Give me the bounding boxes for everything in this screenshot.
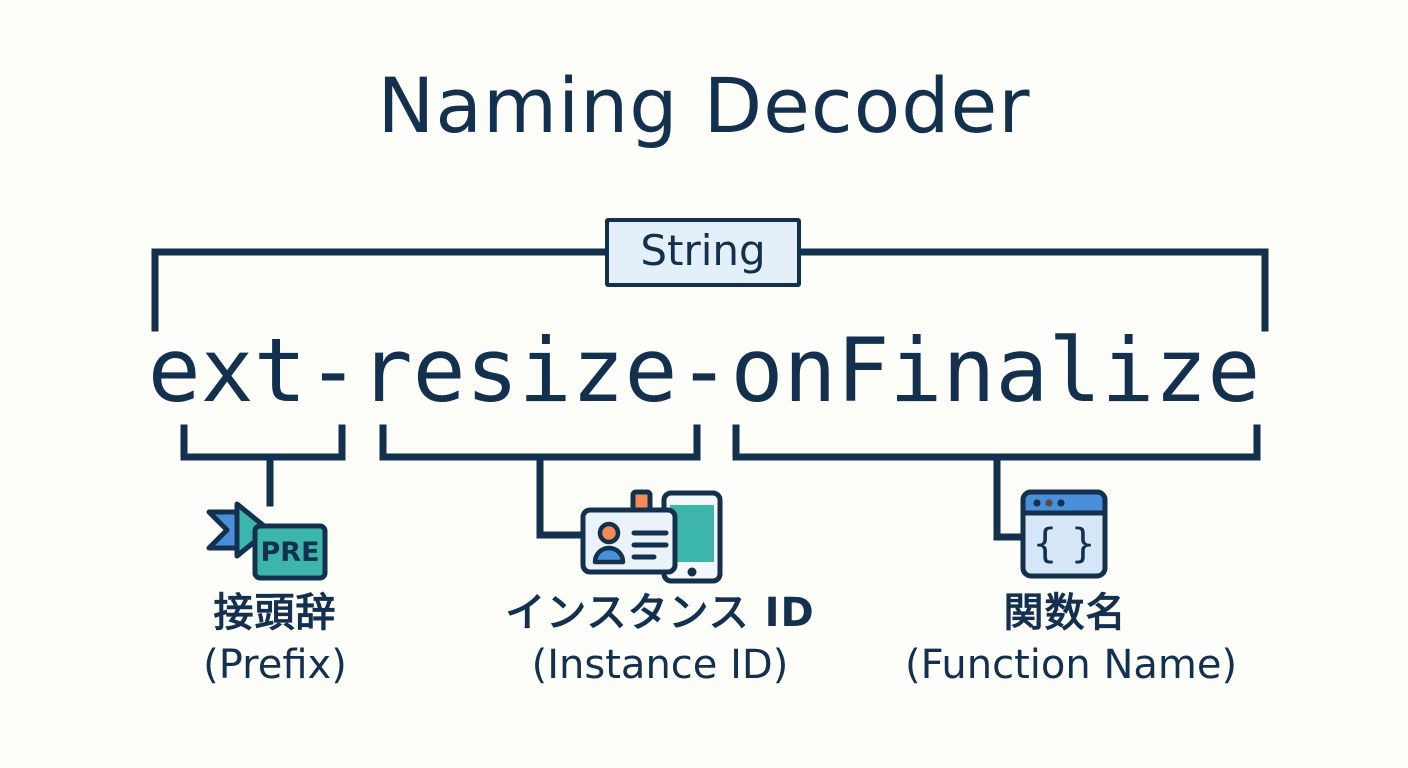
- string-type-label: String: [640, 226, 766, 275]
- caption-function-name-jp: 関数名: [1003, 590, 1127, 636]
- bracket-function-name: [732, 424, 1261, 461]
- caption-prefix: 接頭辞 (Prefix): [115, 593, 435, 685]
- caption-function-name-en: (Function Name): [905, 642, 1238, 688]
- string-type-box[interactable]: String: [605, 218, 801, 287]
- bracket-instance-id-drop: [536, 453, 582, 539]
- bracket-instance-id: [379, 424, 701, 461]
- top-bracket-right: [797, 248, 1269, 332]
- caption-prefix-jp: 接頭辞: [213, 590, 337, 636]
- function-name-icon-text: { }: [1032, 521, 1096, 567]
- function-name-icon-wrap: { }: [1018, 487, 1110, 581]
- flag-pre-tag-icon: PRE: [206, 501, 328, 581]
- caption-instance-id-en: (Instance ID): [531, 642, 789, 688]
- instance-id-icon-wrap: [578, 488, 726, 584]
- bracket-prefix: [180, 424, 346, 461]
- code-window-braces-icon: { }: [1020, 489, 1108, 579]
- bracket-function-name-drop: [993, 453, 1026, 541]
- caption-instance-id-jp: インスタンス ID: [505, 590, 815, 636]
- top-bracket-left: [151, 248, 609, 332]
- prefix-icon-wrap: PRE: [203, 498, 331, 584]
- id-card-device-icon: [580, 489, 723, 584]
- caption-instance-id: インスタンス ID (Instance ID): [500, 593, 820, 685]
- page-title: Naming Decoder: [377, 61, 1031, 150]
- caption-prefix-en: (Prefix): [203, 642, 347, 688]
- prefix-icon-text: PRE: [260, 537, 319, 568]
- caption-function-name: 関数名 (Function Name): [905, 590, 1238, 688]
- code-string-text: ext-resize-onFinalize: [147, 319, 1261, 422]
